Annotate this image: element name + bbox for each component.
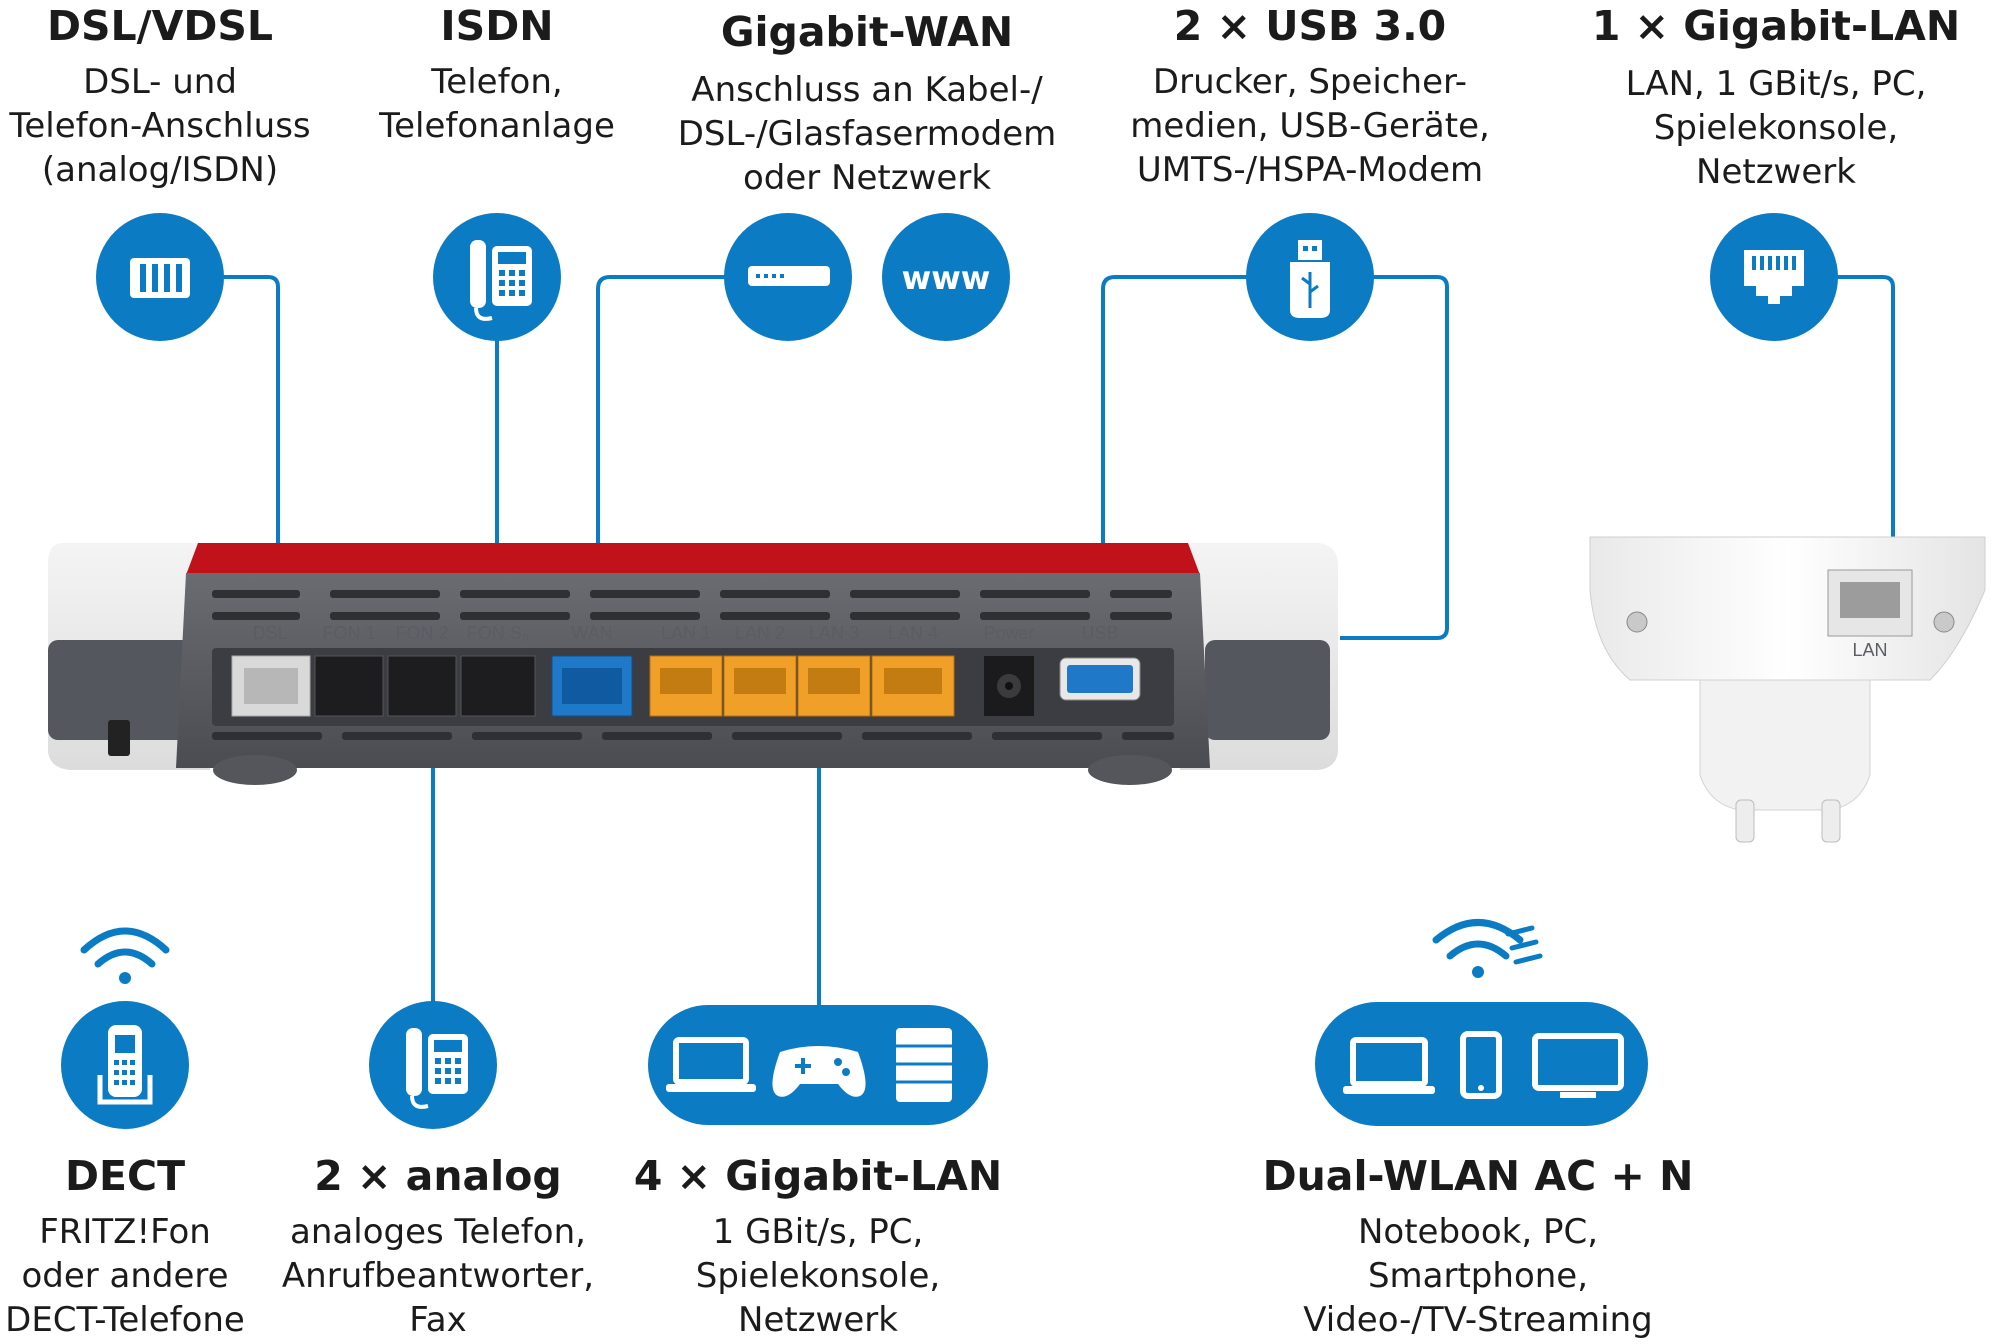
server-icon <box>896 1028 952 1102</box>
router-port-label: DSL <box>252 623 287 643</box>
devices-icon <box>648 1005 988 1125</box>
isdn-description: Telefon,Telefonanlage <box>379 62 615 146</box>
router-port-label: LAN 1 <box>661 623 711 643</box>
ethernet-port-icon <box>1710 213 1838 341</box>
router-port-label: FON S₀ <box>467 623 529 643</box>
dsl-socket-icon <box>96 213 224 341</box>
usb-stick-icon <box>1246 213 1374 341</box>
cordless-phone-icon <box>61 927 189 1129</box>
router-port-label: FON 2 <box>395 623 448 643</box>
router-port-label: LAN 2 <box>735 623 785 643</box>
router-port-label: USB <box>1081 623 1118 643</box>
line-dsl <box>208 275 280 612</box>
router-port-label: WAN <box>571 623 612 643</box>
wireless-devices-icon <box>1315 919 1648 1126</box>
connector-lines <box>208 275 1895 1005</box>
router-bottom-vents <box>212 732 1174 740</box>
desk-phone-icon <box>369 1001 497 1129</box>
analog-title: 2 × analog <box>314 1152 562 1200</box>
gamepad-icon <box>772 1046 866 1097</box>
router-port-label: FON 1 <box>322 623 375 643</box>
monitor-icon <box>1532 1033 1624 1098</box>
lan-top-description: LAN, 1 GBit/s, PC,Spielekonsole,Netzwerk <box>1625 64 1927 192</box>
wifi-icon <box>1432 919 1543 965</box>
wifi-icon <box>80 927 170 968</box>
usb-description: Drucker, Speicher-medien, USB-Geräte,UMT… <box>1130 62 1490 190</box>
dect-title: DECT <box>64 1152 186 1200</box>
router-top-vents <box>212 590 1172 620</box>
repeater-port-label: LAN <box>1852 640 1887 660</box>
router-port-label: LAN 3 <box>809 623 859 643</box>
repeater-device: LAN <box>1589 536 1986 843</box>
lan-top-title: 1 × Gigabit-LAN <box>1591 2 1961 50</box>
gigabit-lan-title: 4 × Gigabit-LAN <box>633 1152 1003 1200</box>
laptop-icon <box>1343 1037 1435 1094</box>
dsl-title: DSL/VDSL <box>46 2 274 50</box>
line-usb-right <box>1340 275 1449 640</box>
laptop-icon <box>666 1037 756 1092</box>
wan-title: Gigabit-WAN <box>720 8 1014 56</box>
router-port-fon <box>314 655 536 717</box>
www-icon: www <box>882 213 1010 341</box>
router-red-top <box>186 543 1200 575</box>
line-wan <box>596 275 730 612</box>
svg-text:www: www <box>902 259 991 297</box>
router-device: DSL FON 1 FON 2 FON S₀ WAN LAN 1 LAN 2 LAN 3 LAN… <box>48 543 1338 785</box>
router-port-labels: DSL FON 1 FON 2 FON S₀ WAN LAN 1 LAN 2 LAN 3 LAN… <box>252 623 1118 643</box>
gigabit-lan-description: 1 GBit/s, PC,Spielekonsole,Netzwerk <box>695 1212 941 1340</box>
isdn-title: ISDN <box>440 2 554 50</box>
smartphone-icon <box>1460 1031 1502 1099</box>
analog-description: analoges Telefon,Anrufbeantworter,Fax <box>281 1212 595 1340</box>
router-port-label: Power <box>983 623 1034 643</box>
line-usb <box>1101 275 1248 612</box>
desk-phone-icon <box>433 213 561 341</box>
usb-title: 2 × USB 3.0 <box>1173 2 1447 50</box>
line-lan-top <box>1818 275 1895 548</box>
wlan-description: Notebook, PC,Smartphone,Video-/TV-Stream… <box>1303 1212 1653 1340</box>
modem-icon <box>724 213 852 341</box>
wlan-title: Dual-WLAN AC + N <box>1262 1152 1694 1200</box>
router-port-label: LAN 4 <box>888 623 938 643</box>
